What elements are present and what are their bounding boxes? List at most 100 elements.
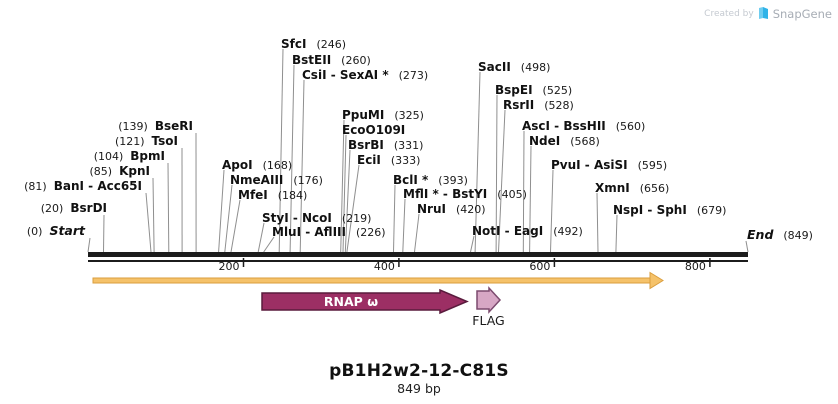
site-position: (81) (24, 180, 47, 193)
site-label: BspEI (525) (495, 82, 573, 98)
snapgene-brand-text: SnapGene (772, 6, 832, 21)
site-label: SacII (498) (478, 59, 551, 75)
ruler-tick-label: 200 (218, 260, 240, 273)
callout-line (615, 214, 618, 253)
site-position: (656) (639, 182, 670, 195)
site-label: ApoI(168) (222, 157, 292, 173)
site-position: (121) (114, 135, 145, 148)
enzyme-name: BseRI (154, 119, 193, 133)
enzyme-name: ApoI (222, 158, 253, 172)
snapgene-logo-icon (758, 4, 768, 23)
site-label: (81)BanI - Acc65I (24, 178, 142, 194)
enzyme-name: MluI - AflIII (272, 225, 346, 239)
site-label: EcoO109I (342, 122, 405, 137)
site-position: (525) (542, 84, 573, 97)
enzyme-name: MflI * - BstYI (403, 187, 488, 201)
enzyme-name: BpmI (130, 149, 165, 163)
callout-line (550, 169, 554, 253)
enzyme-name: PpuMI (342, 108, 385, 122)
callout-line (299, 79, 305, 253)
callout-line (495, 94, 498, 253)
enzyme-name: BsrDI (70, 201, 107, 215)
span-arrow-head (649, 271, 664, 290)
enzyme-name: MfeI (238, 188, 268, 202)
site-position: (226) (355, 226, 386, 239)
site-position: (246) (316, 38, 347, 51)
enzyme-name: EciI (357, 153, 381, 167)
enzyme-name: AscI - BssHII (522, 119, 606, 133)
enzyme-name: NspI - SphI (613, 203, 687, 217)
site-position: (104) (93, 150, 124, 163)
callout-line (218, 169, 225, 253)
site-label: AscI - BssHII(560) (522, 118, 645, 134)
callout-line (498, 109, 506, 253)
enzyme-name: TsoI (151, 134, 178, 148)
enzyme-name: SfcI (281, 37, 307, 51)
callout-line (529, 145, 532, 253)
site-position: (849) (783, 229, 813, 242)
callout-line (522, 130, 525, 253)
site-label: NruI(420) (417, 201, 486, 217)
site-label: CsiI - SexAI *(273) (302, 67, 429, 83)
site-label: NotI - EagI(492) (472, 223, 583, 239)
feature-label: RNAP ω (323, 294, 379, 309)
site-label: BclI * (393) (393, 172, 468, 188)
site-position: (405) (497, 188, 527, 201)
callout-line (145, 192, 152, 253)
site-position: (325) (394, 109, 424, 122)
site-position: (498) (520, 61, 551, 74)
plasmid-title: pB1H2w2-12-C81S (329, 361, 509, 381)
site-label: (0) Start (27, 223, 85, 238)
enzyme-name: EcoO109I (342, 123, 406, 137)
enzyme-name: NotI - EagI (472, 224, 544, 238)
callout-line (745, 240, 749, 253)
enzyme-name: NmeAIII (230, 173, 284, 187)
callout-line (263, 236, 275, 253)
callout-line (402, 198, 406, 253)
site-position: (595) (637, 159, 668, 172)
site-label: (20) BsrDI (40, 200, 107, 216)
site-position: (85) (89, 165, 113, 178)
site-position: (260) (341, 54, 371, 67)
site-position: (528) (544, 99, 574, 112)
enzyme-name: StyI - NcoI (262, 211, 332, 225)
site-label: NdeI(568) (529, 133, 600, 149)
site-position: (0) (26, 225, 43, 238)
callout-line (474, 71, 481, 253)
callout-line (596, 192, 599, 253)
site-position: (420) (455, 203, 486, 216)
site-label: NspI - SphI(679) (613, 202, 726, 218)
enzyme-name: BspEI (495, 83, 533, 97)
callout-line (224, 184, 233, 253)
ruler-line (88, 260, 748, 262)
site-position: (393) (438, 174, 468, 187)
callout-line (470, 235, 475, 253)
enzyme-name: KpnI (119, 164, 150, 178)
site-position: (20) (40, 202, 64, 215)
callout-line (289, 64, 295, 253)
enzyme-name: BclI * (393, 173, 429, 187)
ruler-tick-label: 800 (684, 260, 706, 273)
callout-line (393, 184, 396, 253)
enzyme-name: SacII (478, 60, 511, 74)
rnap-omega-arrow (261, 288, 469, 315)
enzyme-name: NdeI (529, 134, 561, 148)
enzyme-name: RsrII (503, 98, 535, 112)
site-label: BstEII(260) (292, 52, 371, 68)
site-label: XmnI(656) (595, 180, 670, 196)
sequence-bar (88, 252, 748, 257)
site-label: EciI(333) (357, 152, 420, 168)
flag-arrow (476, 286, 502, 314)
site-label: MluI - AflIII (226) (272, 224, 386, 240)
site-label: RsrII (528) (503, 97, 574, 113)
site-label: (85) KpnI (89, 163, 151, 179)
callout-line (278, 48, 284, 253)
callout-line (230, 199, 241, 253)
site-position: (184) (277, 189, 308, 202)
site-label: PvuI - AsiSI(595) (551, 157, 668, 173)
site-label: MfeI (184) (238, 187, 308, 203)
site-position: (273) (398, 69, 429, 82)
enzyme-name: Start (49, 223, 85, 238)
